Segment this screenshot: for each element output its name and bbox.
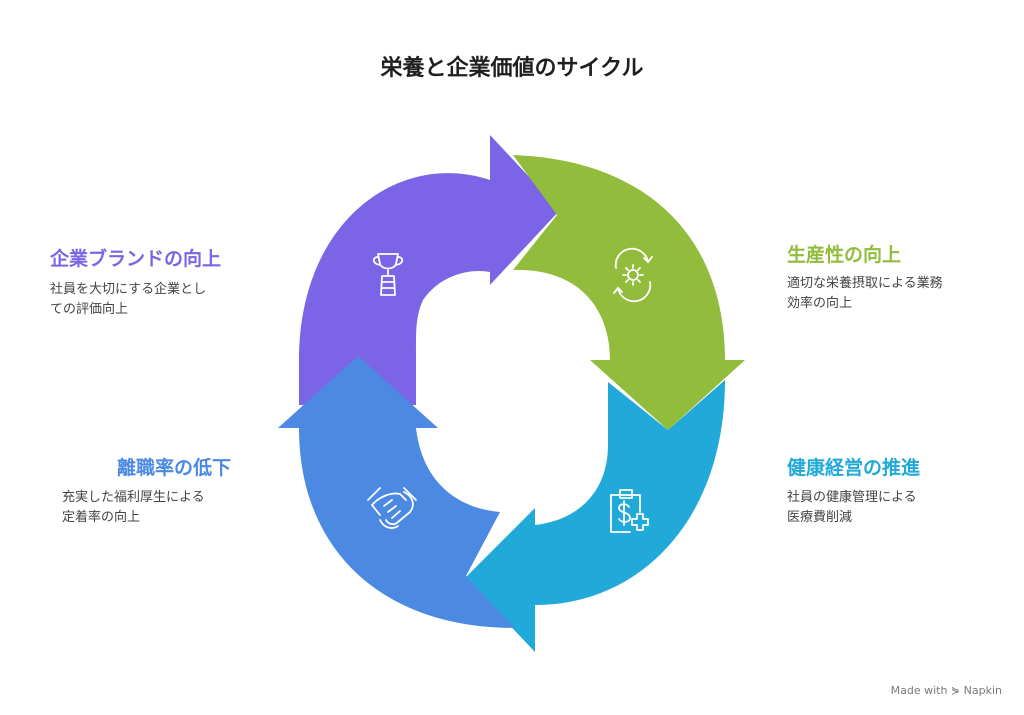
cycle-arrow-productivity xyxy=(513,155,745,430)
stage-desc-line: 社員の健康管理による xyxy=(787,490,917,505)
diagram-title: 栄養と企業価値のサイクル xyxy=(380,55,644,81)
trophy-icon xyxy=(372,253,404,296)
stage-desc-line: 社員を大切にする企業とし xyxy=(50,282,207,297)
stage-desc-health: 社員の健康管理による 医療費削減 xyxy=(787,488,917,528)
medical-cost-icon xyxy=(610,489,649,533)
stage-title-retention: 離職率の低下 xyxy=(117,457,232,479)
cycle-arrow-retention xyxy=(278,356,515,628)
stage-desc-line: 適切な栄養摂取による業務 xyxy=(787,276,943,291)
napkin-watermark: Made with ⋟ Napkin xyxy=(890,684,1002,697)
stage-desc-line: ての評価向上 xyxy=(50,302,129,317)
cycle-arrow-health xyxy=(465,380,725,652)
gear-cycle-icon xyxy=(613,247,653,303)
stage-title-health: 健康経営の推進 xyxy=(787,457,921,479)
stage-desc-brand: 社員を大切にする企業とし ての評価向上 xyxy=(50,280,206,320)
stage-desc-line: 医療費削減 xyxy=(787,510,853,525)
stage-desc-line: 定着率の向上 xyxy=(62,510,141,525)
stage-desc-line: 効率の向上 xyxy=(787,296,853,311)
handshake-icon xyxy=(367,487,417,529)
stage-title-productivity: 生産性の向上 xyxy=(787,244,902,266)
stage-desc-productivity: 適切な栄養摂取による業務 効率の向上 xyxy=(787,274,943,314)
stage-title-brand: 企業ブランドの向上 xyxy=(50,248,222,270)
stage-desc-line: 充実した福利厚生による xyxy=(62,490,205,505)
cycle-arrow-brand xyxy=(299,135,560,405)
stage-desc-retention: 充実した福利厚生による 定着率の向上 xyxy=(62,488,205,528)
